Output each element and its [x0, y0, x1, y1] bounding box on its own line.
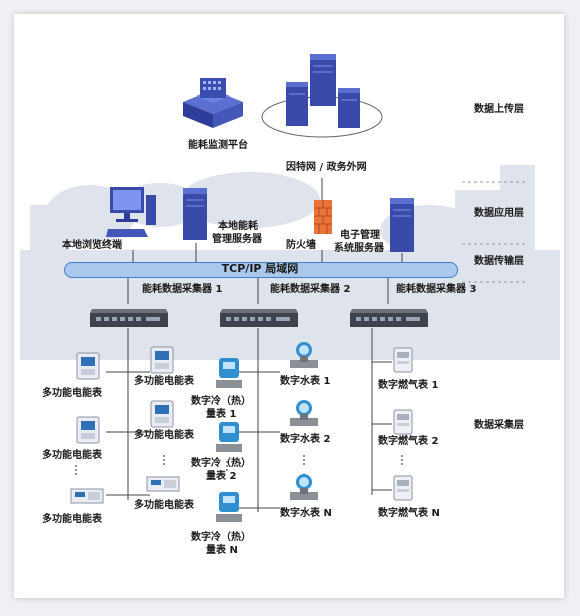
- gas-meter-icon: [393, 475, 413, 501]
- col1-meter-3-label: 多功能电能表: [42, 514, 102, 525]
- layer-application-label: 数据应用层: [474, 208, 524, 219]
- col3-meter-3-label-line2: 量表 N: [206, 545, 238, 556]
- platform-building-icon: [183, 78, 243, 128]
- col3-meter-1-label-line1: 数字冷（热）: [191, 396, 251, 407]
- email-server-label-line1: 电子管理: [340, 230, 380, 241]
- local-server-label-line1: 本地能耗: [218, 221, 258, 232]
- email-server-icon: [390, 198, 414, 252]
- firewall-icon: [314, 200, 332, 234]
- ellipsis-dots: [75, 455, 403, 475]
- tcp-ip-lan-bus: [64, 262, 458, 278]
- col1-meter-2-label: 多功能电能表: [42, 450, 102, 461]
- collector-2-device-icon: [220, 309, 298, 327]
- power-meter-icon: [150, 400, 174, 428]
- col4-meter-3-label: 数字水表 N: [280, 508, 332, 519]
- collector-1-label: 能耗数据采集器 1: [142, 284, 223, 295]
- collector-2-label: 能耗数据采集器 2: [270, 284, 351, 295]
- power-meter-icon: [76, 416, 100, 444]
- layer-dividers: [462, 181, 528, 283]
- rail-power-meter-icon: [70, 488, 104, 504]
- col5-meter-3-label: 数字燃气表 N: [378, 508, 440, 519]
- local-server-label-line2: 管理服务器: [212, 234, 262, 245]
- power-meter-icon: [150, 346, 174, 374]
- col3-meter-1-label-line2: 量表 1: [206, 409, 237, 420]
- email-server-label-line2: 系统服务器: [334, 243, 384, 254]
- rail-power-meter-icon: [146, 476, 180, 492]
- local-server-icon: [183, 188, 207, 240]
- layer-acquisition-label: 数据采集层: [474, 420, 524, 431]
- layer-upload-label: 数据上传层: [474, 104, 524, 115]
- col2-meter-3-label: 多功能电能表: [134, 500, 194, 511]
- gas-meter-icon: [393, 409, 413, 435]
- water-meter-icon: [290, 400, 318, 426]
- heat-meter-icon: [216, 492, 242, 522]
- local-terminal-label: 本地浏览终端: [62, 240, 122, 251]
- collector-3-device-icon: [350, 309, 428, 327]
- water-meter-icon: [290, 342, 318, 368]
- col4-meter-2-label: 数字水表 2: [280, 434, 331, 445]
- local-terminal-computer-icon: [106, 187, 156, 237]
- platform-label: 能耗监测平台: [188, 140, 248, 151]
- layer-transport-label: 数据传输层: [474, 256, 524, 267]
- col2-meter-1-label: 多功能电能表: [134, 376, 194, 387]
- firewall-label: 防火墙: [286, 240, 316, 251]
- col1-meter-1-label: 多功能电能表: [42, 388, 102, 399]
- col3-meter-3-label-line1: 数字冷（热）: [191, 532, 251, 543]
- heat-meter-icon: [216, 358, 242, 388]
- internet-servers-icon: [286, 54, 360, 128]
- col5-meter-1-label: 数字燃气表 1: [378, 380, 439, 391]
- col3-meter-2-label-line2: 量表 2: [206, 471, 237, 482]
- internet-label: 因特网 / 政务外网: [286, 162, 367, 173]
- collector-3-label: 能耗数据采集器 3: [396, 284, 477, 295]
- power-meter-icon: [76, 352, 100, 380]
- tcp-ip-lan-label: TCP/IP 局域网: [221, 262, 299, 275]
- col4-meter-1-label: 数字水表 1: [280, 376, 331, 387]
- col2-meter-2-label: 多功能电能表: [134, 430, 194, 441]
- collector-1-device-icon: [90, 309, 168, 327]
- col5-meter-2-label: 数字燃气表 2: [378, 436, 439, 447]
- col3-meter-2-label-line1: 数字冷（热）: [191, 458, 251, 469]
- gas-meter-icon: [393, 347, 413, 373]
- heat-meter-icon: [216, 422, 242, 452]
- connection-lines: [106, 178, 403, 512]
- water-meter-icon: [290, 474, 318, 500]
